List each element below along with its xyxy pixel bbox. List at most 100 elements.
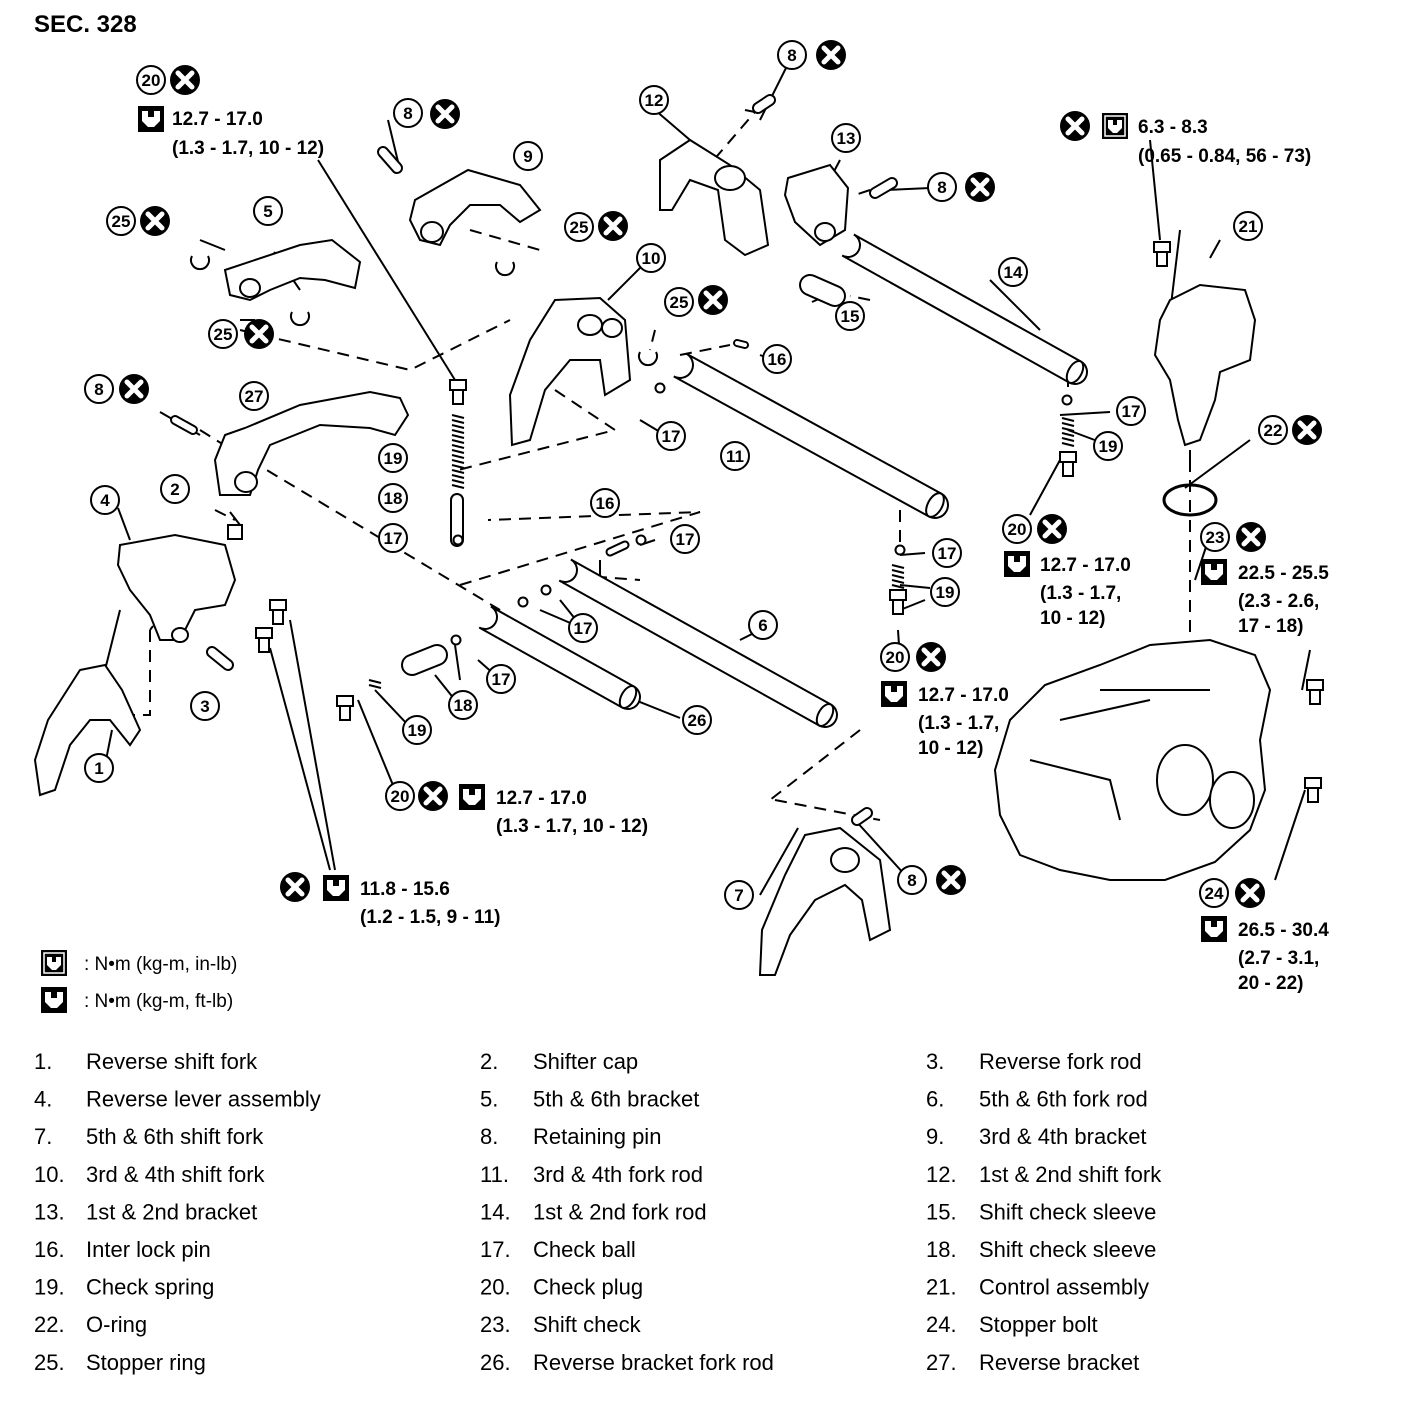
control-bolt [1153, 241, 1171, 267]
parts-list-item: 24.Stopper bolt [926, 1312, 1098, 1337]
parts-list-item: 6.5th & 6th fork rod [926, 1087, 1148, 1112]
torque-value: 12.7 - 17.0 [1040, 555, 1131, 576]
callout-16: 16 [590, 488, 620, 518]
callout-7: 7 [724, 880, 754, 910]
part-number: 8. [480, 1124, 498, 1149]
replace-part-icon [598, 211, 628, 241]
parts-list-item: 12.1st & 2nd shift fork [926, 1162, 1162, 1187]
check-spring [1061, 417, 1075, 447]
callout-20: 20 [385, 781, 415, 811]
legend-ft-lb-text: : N•m (kg-m, ft-lb) [84, 991, 233, 1012]
hidden-line [769, 729, 861, 801]
torque-wrench-icon [881, 681, 907, 707]
torque-detail: (1.3 - 1.7, 10 - 12) [496, 816, 648, 837]
part-name: 3rd & 4th shift fork [86, 1162, 266, 1187]
part-number: 14. [480, 1199, 511, 1224]
shift-fork-12 [659, 138, 770, 257]
callout-5: 5 [253, 196, 283, 226]
leader-line [317, 159, 456, 381]
callout-number: 9 [523, 147, 532, 166]
part-number: 23. [480, 1312, 511, 1337]
parts-list-item: 18.Shift check sleeve [926, 1237, 1156, 1262]
part-number: 18. [926, 1237, 957, 1262]
leader-line [854, 819, 906, 876]
callout-20: 20 [136, 65, 166, 95]
callout-17: 17 [568, 613, 598, 643]
check-spring [368, 679, 382, 689]
leader-line [454, 644, 461, 681]
leader-line [899, 552, 926, 556]
hidden-line [239, 319, 511, 372]
callout-number: 20 [142, 71, 161, 90]
callout-8: 8 [897, 865, 927, 895]
replace-part-icon [698, 285, 728, 315]
callout-19: 19 [402, 715, 432, 745]
replace-part-icon [1292, 415, 1322, 445]
torque-value: 12.7 - 17.0 [172, 109, 263, 130]
parts-list-item: 5.5th & 6th bracket [480, 1087, 699, 1112]
shift-fork-7 [758, 826, 892, 976]
callout-10: 10 [636, 243, 666, 273]
callout-number: 21 [1239, 217, 1258, 236]
callout-6: 6 [748, 610, 778, 640]
replace-part-icon [936, 865, 966, 895]
callout-number: 22 [1264, 421, 1283, 440]
part-number: 4. [34, 1087, 52, 1112]
parts-list-item: 16.Inter lock pin [34, 1237, 211, 1262]
callout-number: 4 [100, 491, 110, 510]
hidden-line [199, 429, 241, 456]
torque-detail: (2.3 - 2.6, [1238, 591, 1319, 612]
callout-25: 25 [664, 287, 694, 317]
part-name: Stopper ring [86, 1350, 206, 1375]
replace-part-icon [916, 642, 946, 672]
replace-part-icon [1236, 522, 1266, 552]
part-name: Check ball [533, 1237, 636, 1262]
torque-detail: (1.2 - 1.5, 9 - 11) [360, 907, 500, 928]
part-name: Reverse shift fork [86, 1049, 258, 1074]
part-number: 7. [34, 1124, 52, 1149]
callout-number: 5 [263, 202, 272, 221]
case-bore [1209, 771, 1255, 829]
part-number: 20. [480, 1275, 511, 1300]
callout-number: 8 [94, 380, 103, 399]
part-number: 11. [480, 1162, 509, 1187]
torque-detail: 20 - 22) [1238, 973, 1303, 994]
fork-rod-14 [841, 233, 1088, 385]
check-plug [889, 589, 907, 615]
o-ring-22 [1162, 483, 1218, 517]
callout-25: 25 [208, 319, 238, 349]
torque-detail: (1.3 - 1.7, 10 - 12) [172, 138, 324, 159]
callout-15: 15 [835, 301, 865, 331]
stopper-ring [290, 311, 310, 327]
callout-4: 4 [90, 485, 120, 515]
part-number: 5. [480, 1087, 498, 1112]
callout-number: 8 [937, 178, 946, 197]
callout-22: 22 [1258, 415, 1288, 445]
bracket-9 [408, 168, 542, 247]
torque-spec-t20c: 12.7 - 17.0(1.3 - 1.7,10 - 12) [881, 681, 1009, 759]
callout-number: 25 [570, 218, 589, 237]
torque-spec-t20b: 12.7 - 17.0(1.3 - 1.7,10 - 12) [1004, 551, 1131, 629]
leader-line [1029, 459, 1061, 516]
check-plug [1059, 451, 1077, 477]
callout-number: 25 [112, 212, 131, 231]
part-number: 6. [926, 1087, 944, 1112]
torque-value: 22.5 - 25.5 [1238, 563, 1329, 584]
torque-wrench-icon [1201, 559, 1227, 585]
check-ball [894, 544, 906, 556]
torque-value: 6.3 - 8.3 [1138, 117, 1208, 138]
leader-line [1184, 439, 1251, 489]
parts-drawing [33, 94, 1324, 976]
part-name: Stopper bolt [979, 1312, 1098, 1337]
leader-line [899, 599, 926, 611]
check-spring [451, 414, 465, 489]
reverse-bolt [269, 599, 287, 625]
callout-number: 20 [1008, 520, 1027, 539]
callout-21: 21 [1233, 211, 1263, 241]
callout-17: 17 [486, 664, 516, 694]
callout-14: 14 [998, 257, 1028, 287]
part-number: 10. [34, 1162, 65, 1187]
